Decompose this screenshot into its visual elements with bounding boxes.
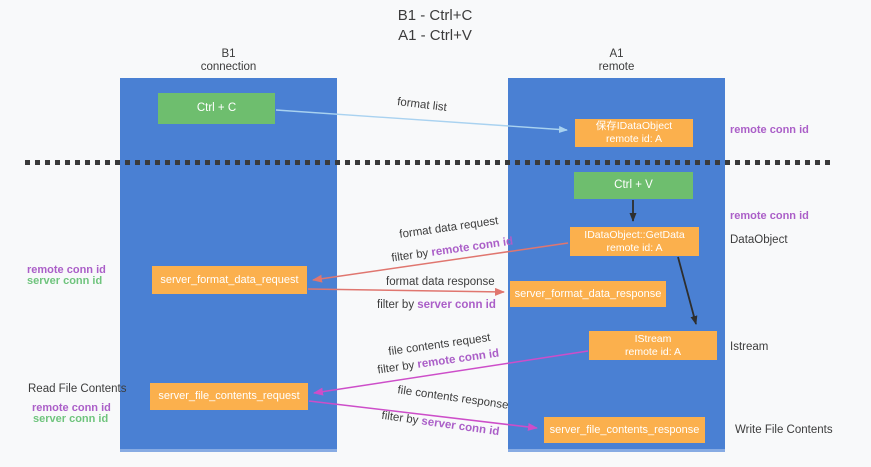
node-server-file-contents-request-label: server_file_contents_request xyxy=(158,390,300,402)
format-data-response-filter-prefix: filter by xyxy=(377,299,418,311)
annotation-remote-conn-id-mid: remote conn id xyxy=(730,210,809,222)
format-list-label: format list xyxy=(396,96,448,114)
lane-b1-name: B1 xyxy=(221,48,236,60)
node-server-format-data-request-label: server_format_data_request xyxy=(160,273,299,286)
diagram-title: B1 - Ctrl+C A1 - Ctrl+V xyxy=(295,6,575,46)
diagram-title-line1: B1 - Ctrl+C xyxy=(397,7,473,24)
lane-a1-name: A1 xyxy=(609,48,624,60)
file-contents-response-filter-prefix: filter by xyxy=(380,409,423,428)
format-data-response-filter-key: server conn id xyxy=(417,299,496,311)
format-data-response-label: format data response xyxy=(386,276,495,288)
node-server-file-contents-response-label: server_file_contents_response xyxy=(549,423,700,436)
node-istream-line2: remote id: A xyxy=(624,345,682,358)
lane-a1-role: remote xyxy=(598,61,635,73)
format-data-request-label: format data request xyxy=(398,215,500,241)
node-idataobject-getdata: IDataObject::GetData remote id: A xyxy=(570,227,699,256)
file-contents-request-filter-prefix: filter by xyxy=(376,358,419,377)
node-idataobject-getdata-line2: remote id: A xyxy=(606,241,663,254)
format-data-request-filter: filter by remote conn id xyxy=(391,236,514,265)
annotation-left-mid-remote-conn-id: remote conn id xyxy=(27,264,106,276)
node-save-idataobject: 保存IDataObject remote id: A xyxy=(575,119,693,147)
node-server-format-data-request: server_format_data_request xyxy=(152,266,307,294)
annotation-istream: Istream xyxy=(730,341,769,353)
node-ctrl-c: Ctrl + C xyxy=(158,93,275,124)
annotation-read-file-contents: Read File Contents xyxy=(28,383,127,395)
lane-header-b1: B1 connection xyxy=(120,48,337,74)
format-data-request-filter-prefix: filter by xyxy=(390,246,433,265)
format-data-response-filter: filter by server conn id xyxy=(377,299,496,311)
node-istream: IStream remote id: A xyxy=(589,331,717,360)
node-save-idataobject-line1: 保存IDataObject xyxy=(595,120,673,132)
node-ctrl-v: Ctrl + V xyxy=(574,172,693,199)
file-contents-response-filter-key: server conn id xyxy=(420,415,501,439)
node-server-format-data-response: server_format_data_response xyxy=(510,281,666,307)
node-ctrl-c-label: Ctrl + C xyxy=(196,102,237,114)
annotation-left-bottom-server-conn-id: server conn id xyxy=(33,413,109,425)
format-data-request-filter-key: remote conn id xyxy=(430,235,514,259)
annotation-dataobject: DataObject xyxy=(730,234,788,246)
annotation-write-file-contents: Write File Contents xyxy=(735,424,833,436)
annotation-remote-conn-id-top: remote conn id xyxy=(730,124,809,136)
node-server-format-data-response-label: server_format_data_response xyxy=(514,287,662,300)
lane-header-a1: A1 remote xyxy=(508,48,725,74)
node-server-file-contents-request: server_file_contents_request xyxy=(150,383,308,410)
annotation-left-bottom-remote-conn-id: remote conn id xyxy=(32,402,111,414)
format-data-response-arrow xyxy=(307,287,505,296)
diagram-title-line2: A1 - Ctrl+V xyxy=(398,27,472,44)
node-istream-line1: IStream xyxy=(634,332,672,345)
node-ctrl-v-label: Ctrl + V xyxy=(614,179,653,191)
phase-separator-dashed-line xyxy=(25,160,833,165)
lane-b1-role: connection xyxy=(200,61,257,73)
annotation-left-mid-server-conn-id: server conn id xyxy=(27,275,103,287)
node-save-idataobject-line2: remote id: A xyxy=(605,133,663,145)
file-contents-response-filter: filter by server conn id xyxy=(381,410,500,438)
file-contents-response-label: file contents response xyxy=(396,384,510,412)
node-server-file-contents-response: server_file_contents_response xyxy=(544,417,705,443)
node-idataobject-getdata-line1: IDataObject::GetData xyxy=(584,228,685,241)
